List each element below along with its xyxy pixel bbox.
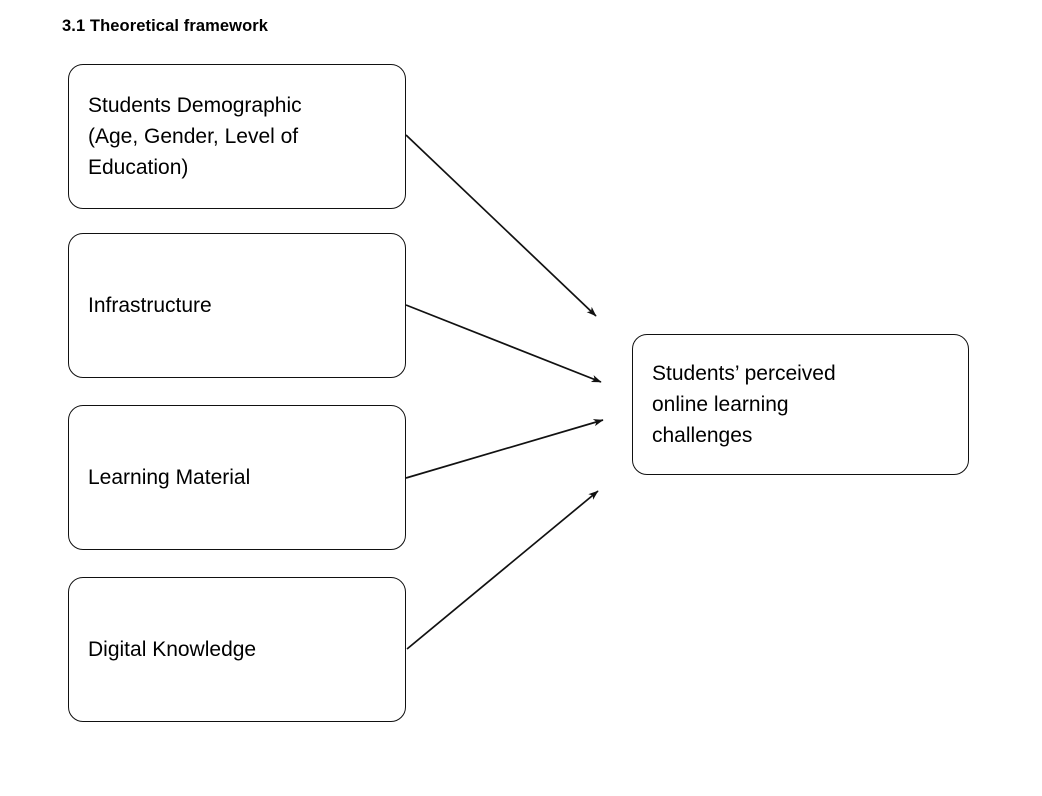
node-label: Students Demographic (Age, Gender, Level…	[88, 94, 302, 179]
arrow-infrastructure-to-target	[405, 304, 602, 383]
node-infrastructure[interactable]: Infrastructure	[68, 233, 406, 378]
node-perceived-challenges[interactable]: Students’ perceived online learning chal…	[632, 334, 969, 475]
arrow-learning-material-to-target	[405, 419, 604, 479]
arrow-demographic-to-target	[405, 134, 597, 317]
section-heading: 3.1 Theoretical framework	[62, 17, 269, 35]
node-label: Digital Knowledge	[88, 638, 257, 661]
node-label: Students’ perceived online learning chal…	[652, 362, 836, 447]
node-learning-material[interactable]: Learning Material	[68, 405, 406, 550]
node-label: Infrastructure	[88, 294, 212, 317]
node-label: Learning Material	[88, 466, 251, 489]
node-digital-knowledge[interactable]: Digital Knowledge	[68, 577, 406, 722]
arrow-digital-knowledge-to-target	[406, 490, 599, 650]
node-students-demographic[interactable]: Students Demographic (Age, Gender, Level…	[68, 64, 406, 209]
